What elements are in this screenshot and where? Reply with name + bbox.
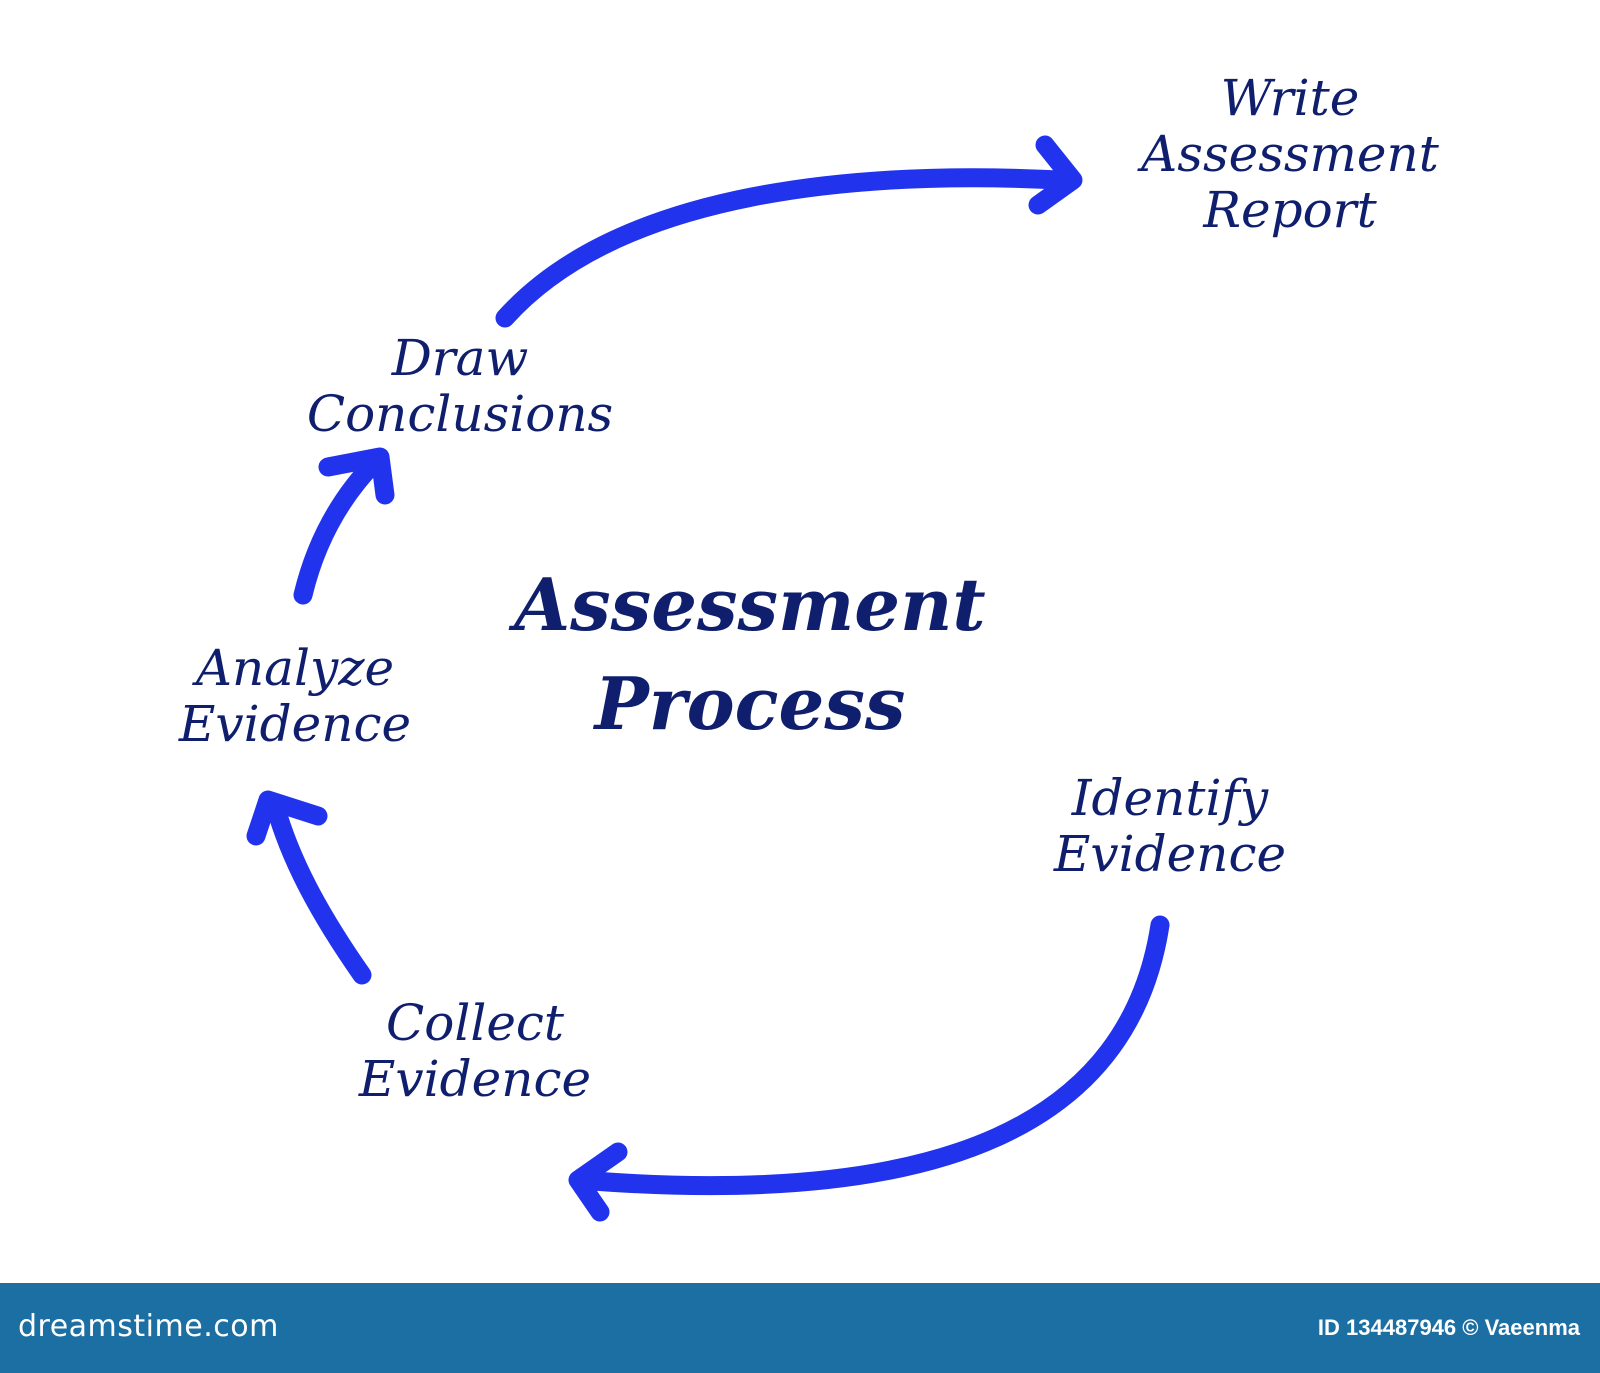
arrowhead-draw (318, 447, 395, 505)
diagram-title: Assessment Process (430, 555, 1070, 754)
step-identify-line-1: Identify (1071, 769, 1269, 827)
step-write-line-3: Report (1203, 181, 1377, 239)
step-identify-line-2: Evidence (1053, 825, 1287, 883)
step-identify-evidence: Identify Evidence (1010, 770, 1330, 882)
arrow-draw-to-write (495, 168, 1070, 328)
arrow-collect-to-analyze (265, 795, 372, 985)
arrowhead-write (1028, 135, 1083, 215)
step-write-line-2: Assessment (1141, 125, 1439, 183)
step-write-assessment-report: Write Assessment Report (1070, 70, 1510, 238)
step-collect-line-1: Collect (385, 994, 565, 1052)
arrow-analyze-to-draw (293, 452, 385, 605)
step-draw-line-1: Draw (391, 329, 529, 387)
step-analyze-line-1: Analyze (195, 639, 395, 697)
step-draw-conclusions: Draw Conclusions (250, 330, 670, 442)
arrowhead-analyze (246, 790, 328, 846)
step-analyze-evidence: Analyze Evidence (135, 640, 455, 752)
title-line-1: Assessment (514, 562, 986, 647)
footer-bar: dreamstime.com ID 134487946 © Vaeenma (0, 1283, 1600, 1373)
step-draw-line-2: Conclusions (306, 385, 614, 443)
step-collect-line-2: Evidence (358, 1050, 592, 1108)
diagram-canvas (246, 135, 1170, 1222)
footer-image-credit: ID 134487946 © Vaeenma (1317, 1315, 1580, 1340)
step-write-line-1: Write (1220, 69, 1360, 127)
arrow-identify-to-collect (570, 915, 1170, 1196)
title-line-2: Process (594, 661, 906, 747)
step-collect-evidence: Collect Evidence (310, 995, 640, 1107)
arrowhead-collect (568, 1142, 628, 1222)
step-analyze-line-2: Evidence (178, 695, 412, 753)
footer-site-logo: dreamstime.com (18, 1309, 279, 1344)
